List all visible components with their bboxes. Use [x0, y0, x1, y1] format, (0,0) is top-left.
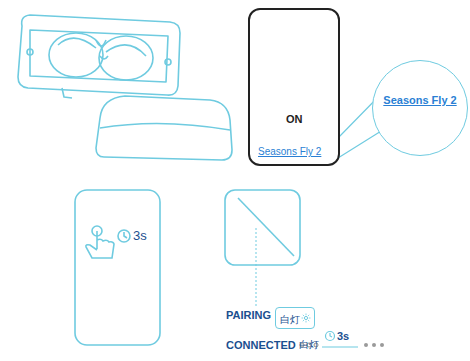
device-name: Seasons Fly 2 — [383, 94, 456, 106]
timer-icon — [118, 230, 130, 242]
led-color: 白灯 — [280, 314, 300, 325]
state-label: CONNECTED — [226, 339, 296, 351]
zoom-callout: Seasons Fly 2 — [372, 60, 468, 156]
toggle-label: ON — [286, 113, 303, 125]
led-color: 白灯 — [299, 339, 319, 350]
leader-line — [256, 228, 257, 308]
light-on-dots — [364, 343, 384, 347]
duration-label: 3s — [337, 330, 349, 342]
duration-label: 3s — [133, 229, 147, 243]
earbud-side — [225, 190, 300, 265]
device-name: Seasons Fly 2 — [258, 146, 321, 157]
phone-screen: ON Seasons Fly 2 — [248, 8, 340, 166]
closed-case — [75, 190, 160, 345]
state-label: PAIRING — [226, 309, 271, 321]
blink-icon — [301, 313, 311, 323]
case-lid — [96, 96, 232, 160]
led-badge: 白灯 — [275, 307, 315, 329]
open-case — [18, 15, 180, 98]
